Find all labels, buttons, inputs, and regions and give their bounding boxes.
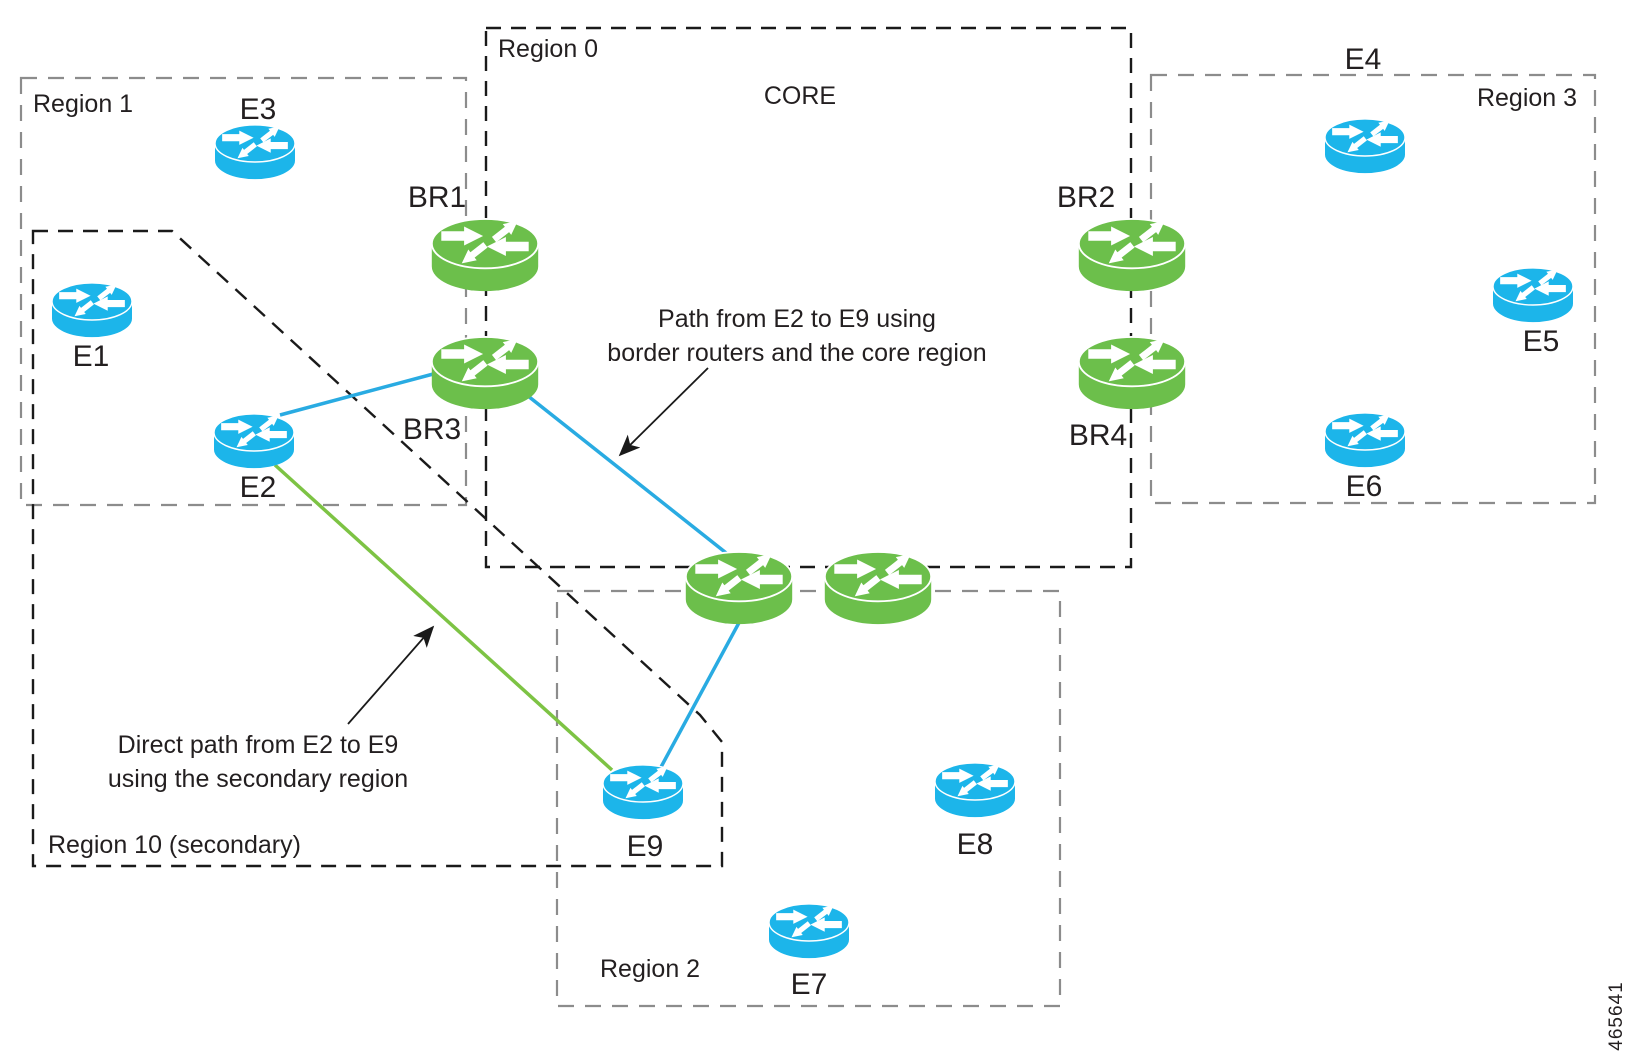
router-e8-label: E8 bbox=[956, 828, 994, 861]
core-path-note-line1: Path from E2 to E9 using bbox=[658, 305, 936, 333]
core-path-note: Path from E2 to E9 using border routers … bbox=[607, 302, 986, 370]
region-2-border bbox=[555, 589, 1062, 1008]
router-e1 bbox=[49, 280, 135, 340]
region-1-border bbox=[19, 76, 468, 507]
router-br3-label: BR3 bbox=[402, 413, 462, 446]
router-icon bbox=[682, 548, 796, 628]
router-br1-label: BR1 bbox=[407, 181, 467, 214]
router-br3 bbox=[428, 333, 542, 413]
figure-id: 465641 bbox=[1606, 981, 1627, 1051]
router-br1 bbox=[428, 215, 542, 295]
router-e3 bbox=[212, 122, 298, 182]
router-e1-label: E1 bbox=[72, 340, 110, 373]
router-icon bbox=[212, 122, 298, 182]
router-e2-label: E2 bbox=[239, 471, 277, 504]
router-icon bbox=[428, 215, 542, 295]
region-3-label: Region 3 bbox=[1476, 84, 1578, 112]
router-e6 bbox=[1322, 410, 1408, 470]
router-e4 bbox=[1322, 116, 1408, 176]
region-3-border bbox=[1149, 73, 1597, 505]
region-2-label: Region 2 bbox=[600, 955, 701, 983]
router-e3-label: E3 bbox=[239, 93, 277, 126]
router-icon bbox=[600, 762, 686, 822]
router-e8 bbox=[932, 760, 1018, 820]
core-path-line-e2-br3 bbox=[279, 371, 438, 417]
router-icon bbox=[49, 280, 135, 340]
router-icon bbox=[428, 333, 542, 413]
core-path-note-arrow bbox=[618, 367, 709, 457]
router-icon bbox=[766, 901, 852, 961]
router-e5-label: E5 bbox=[1522, 325, 1560, 358]
router-br4-label: BR4 bbox=[1068, 419, 1128, 452]
router-core-a bbox=[682, 548, 796, 628]
core-path-line-br3-core bbox=[526, 394, 732, 558]
router-e7-label: E7 bbox=[790, 968, 828, 1001]
region-0-label: Region 0 bbox=[498, 35, 599, 63]
router-e4-label: E4 bbox=[1344, 43, 1382, 76]
router-e6-label: E6 bbox=[1345, 470, 1383, 503]
direct-path-line-e2-e9 bbox=[273, 463, 614, 772]
core-path-note-line2: border routers and the core region bbox=[607, 339, 987, 367]
router-e9-label: E9 bbox=[626, 830, 664, 863]
router-icon bbox=[1075, 215, 1189, 295]
direct-path-note-line1: Direct path from E2 to E9 bbox=[117, 731, 399, 759]
router-icon bbox=[821, 548, 935, 628]
region-10-border bbox=[31, 229, 724, 868]
router-br2 bbox=[1075, 215, 1189, 295]
region-10-label: Region 10 (secondary) bbox=[48, 831, 301, 859]
core-title: CORE bbox=[763, 82, 837, 110]
direct-path-note: Direct path from E2 to E9 using the seco… bbox=[108, 728, 408, 796]
router-e5 bbox=[1490, 265, 1576, 325]
router-core-b bbox=[821, 548, 935, 628]
router-icon bbox=[1322, 116, 1408, 176]
router-icon bbox=[211, 411, 297, 471]
router-icon bbox=[1075, 333, 1189, 413]
router-e9 bbox=[600, 762, 686, 822]
router-e7 bbox=[766, 901, 852, 961]
router-icon bbox=[1322, 410, 1408, 470]
direct-path-note-arrow bbox=[347, 625, 435, 725]
router-e2 bbox=[211, 411, 297, 471]
region-1-label: Region 1 bbox=[33, 90, 134, 118]
router-icon bbox=[932, 760, 1018, 820]
direct-path-note-line2: using the secondary region bbox=[107, 765, 409, 793]
router-br2-label: BR2 bbox=[1056, 181, 1116, 214]
core-path-line-core-e9 bbox=[659, 618, 743, 768]
region-0-border bbox=[484, 26, 1133, 569]
router-br4 bbox=[1075, 333, 1189, 413]
router-icon bbox=[1490, 265, 1576, 325]
